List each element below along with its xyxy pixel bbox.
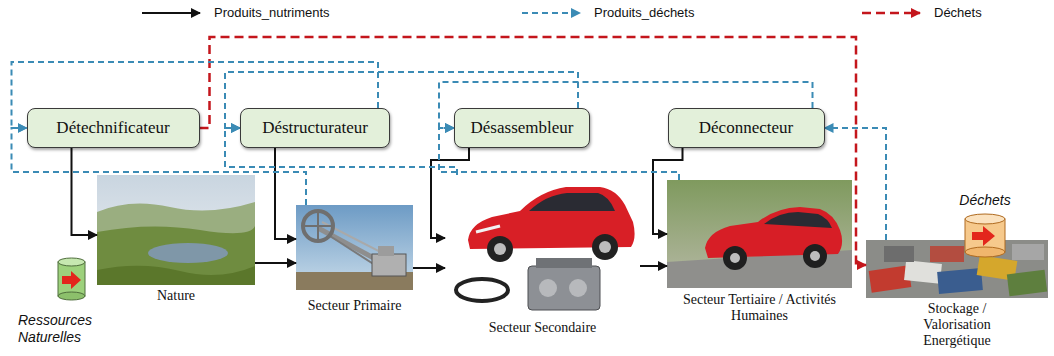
secondary-sector-photo-part [494,243,506,255]
scrapyard-photo-part [1012,244,1044,260]
waste-cylinder-part [965,247,1005,257]
box-label: Détechnificateur [56,118,169,138]
primary-sector-photo [296,205,413,290]
secondary-sector-photo-part [599,241,611,253]
legend-line [862,11,920,14]
photo-panel: Stockage / Valorisation Energétique [866,240,1048,298]
legend-sample [860,6,924,20]
photo-caption: Secteur Secondaire [458,320,628,336]
scrapyard-photo-part [1007,270,1047,296]
legend-sample [520,6,584,20]
annotation-label: Déchets [945,192,1025,209]
photo-caption: Nature [116,288,236,304]
process-box: Déstructurateur [240,108,390,148]
resource-cylinder-part [58,262,85,296]
legend-item: Produits_nutriments [140,5,330,20]
legend-item: Produits_déchets [520,5,694,20]
scrapyard-photo-part [930,246,964,262]
legend-sample [140,6,204,20]
resource-cylinder-part [62,271,81,289]
secondary-sector-photo-part [536,258,592,268]
secondary-sector-photo-part [569,279,587,297]
tertiary-sector-photo-part [730,253,740,263]
photo-caption: Secteur Primaire [280,298,430,314]
secondary-sector-photo [456,187,635,310]
legend-item: Déchets [860,5,982,20]
nature-photo-part [148,243,228,263]
photo-panel: Nature [97,175,255,285]
nutrient-flow-arrow [431,148,469,238]
legend-label: Produits_nutriments [214,5,330,20]
scrapyard-photo-part [866,240,1048,298]
legend-line [522,12,580,14]
tertiary-sector-photo-part [810,251,820,261]
annotation-label: Ressources Naturelles [18,312,118,346]
secondary-sector-photo-part [528,266,600,310]
box-label: Déstructurateur [262,118,368,138]
nature-photo-part [97,266,255,285]
scrapyard-photo-part [904,260,942,284]
secondary-sector-photo-part [476,226,500,232]
primary-sector-photo-part [317,211,319,241]
tertiary-sector-photo-part [723,246,747,270]
scrapyard-photo-part [884,246,914,262]
box-label: Déconnecteur [699,118,793,138]
secondary-sector-photo-part [592,234,618,260]
nutrient-flow-arrow [653,148,683,234]
nutrient-flow-arrow [255,262,296,264]
tertiary-sector-photo-part [803,244,827,268]
nature-photo-part [97,226,255,285]
nutrient-flow-arrow [72,148,98,235]
nature-photo [97,175,255,285]
primary-sector-photo-part [372,254,406,276]
tertiary-sector-photo-part [667,180,852,288]
resource-cylinder-part [58,258,85,266]
secondary-sector-photo-part [456,279,508,301]
box-label: Désassembleur [471,118,574,138]
waste-product-arrow [825,128,887,240]
waste-cylinder-part [972,226,995,246]
nutrient-flow-arrow [640,265,667,267]
photo-panel: Secteur Secondaire [445,175,640,315]
secondary-sector-photo-part [529,193,615,211]
resource-cylinder-part [58,292,85,300]
waste-cylinder-part [965,214,1005,224]
photo-panel: Secteur Tertiaire / Activités Humaines [667,180,852,288]
tertiary-sector-photo [667,180,852,288]
photo-caption: Secteur Tertiaire / Activités Humaines [680,292,840,324]
legend-line [142,12,200,14]
primary-sector-photo-part [378,246,394,256]
waste-cylinder [965,214,1005,257]
legend-label: Produits_déchets [594,5,694,20]
scrapyard-photo [866,240,1048,298]
process-box: Déconnecteur [668,108,825,148]
nature-photo-part [97,175,255,285]
photo-caption: Stockage / Valorisation Energétique [907,301,1007,349]
primary-sector-photo-part [303,211,333,241]
nutrient-flow-arrow [413,267,445,269]
nutrient-flow-arrow [275,148,296,239]
legend-label: Déchets [934,5,982,20]
scrapyard-photo-part [937,268,983,294]
tertiary-sector-photo-part [764,212,832,228]
waste-arrow [200,37,867,265]
secondary-sector-photo-part [487,236,513,262]
process-box: Détechnificateur [27,108,200,148]
secondary-sector-photo-part [539,279,557,297]
resource-cylinder [58,258,85,300]
primary-sector-photo-part [296,205,413,290]
nature-photo-part [97,202,255,285]
photo-panel: Secteur Primaire [296,205,413,290]
process-box: Désassembleur [454,108,590,148]
